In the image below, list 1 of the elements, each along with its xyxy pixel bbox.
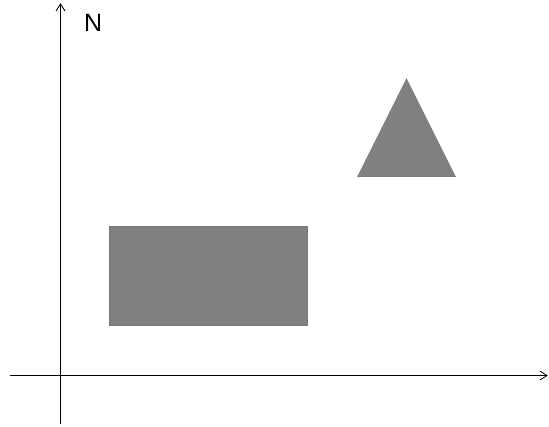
- axis-label: N: [84, 11, 102, 36]
